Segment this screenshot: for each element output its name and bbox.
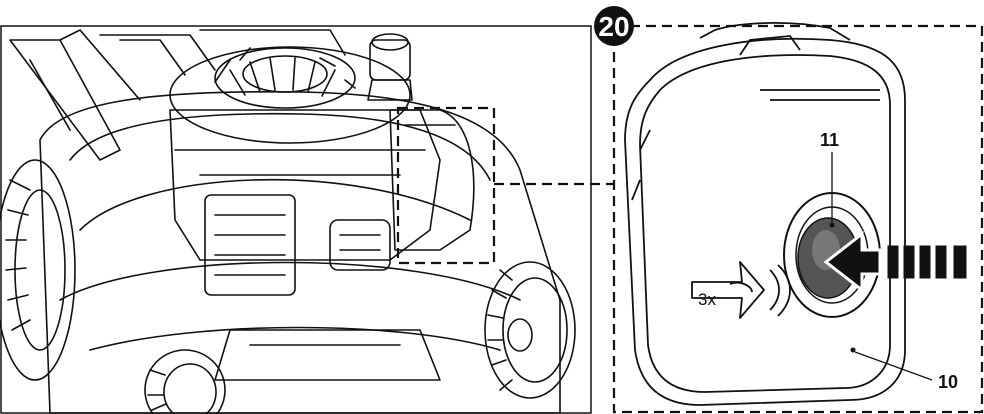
callout-label-10: 10 <box>938 372 958 392</box>
callout-leader-10 <box>854 351 933 381</box>
air-filter-cover <box>624 22 906 406</box>
detail-panel-frame <box>612 24 984 414</box>
step-badge: 20 <box>594 6 634 46</box>
callout-dot-10 <box>850 347 856 353</box>
mower-panel-frame <box>0 25 592 414</box>
step-number: 20 <box>598 11 629 42</box>
callout-label-11: 11 <box>820 130 839 150</box>
press-count-label: 3x <box>698 290 716 309</box>
mower-panel <box>0 25 592 414</box>
press-hand-icon <box>823 230 967 294</box>
detail-panel: 3x 11 10 <box>612 22 984 414</box>
lawn-mower-illustration <box>0 29 576 414</box>
zoom-highlight-box <box>396 106 496 265</box>
push-arrow-icon <box>691 261 791 319</box>
callout-dot-11 <box>829 222 835 228</box>
